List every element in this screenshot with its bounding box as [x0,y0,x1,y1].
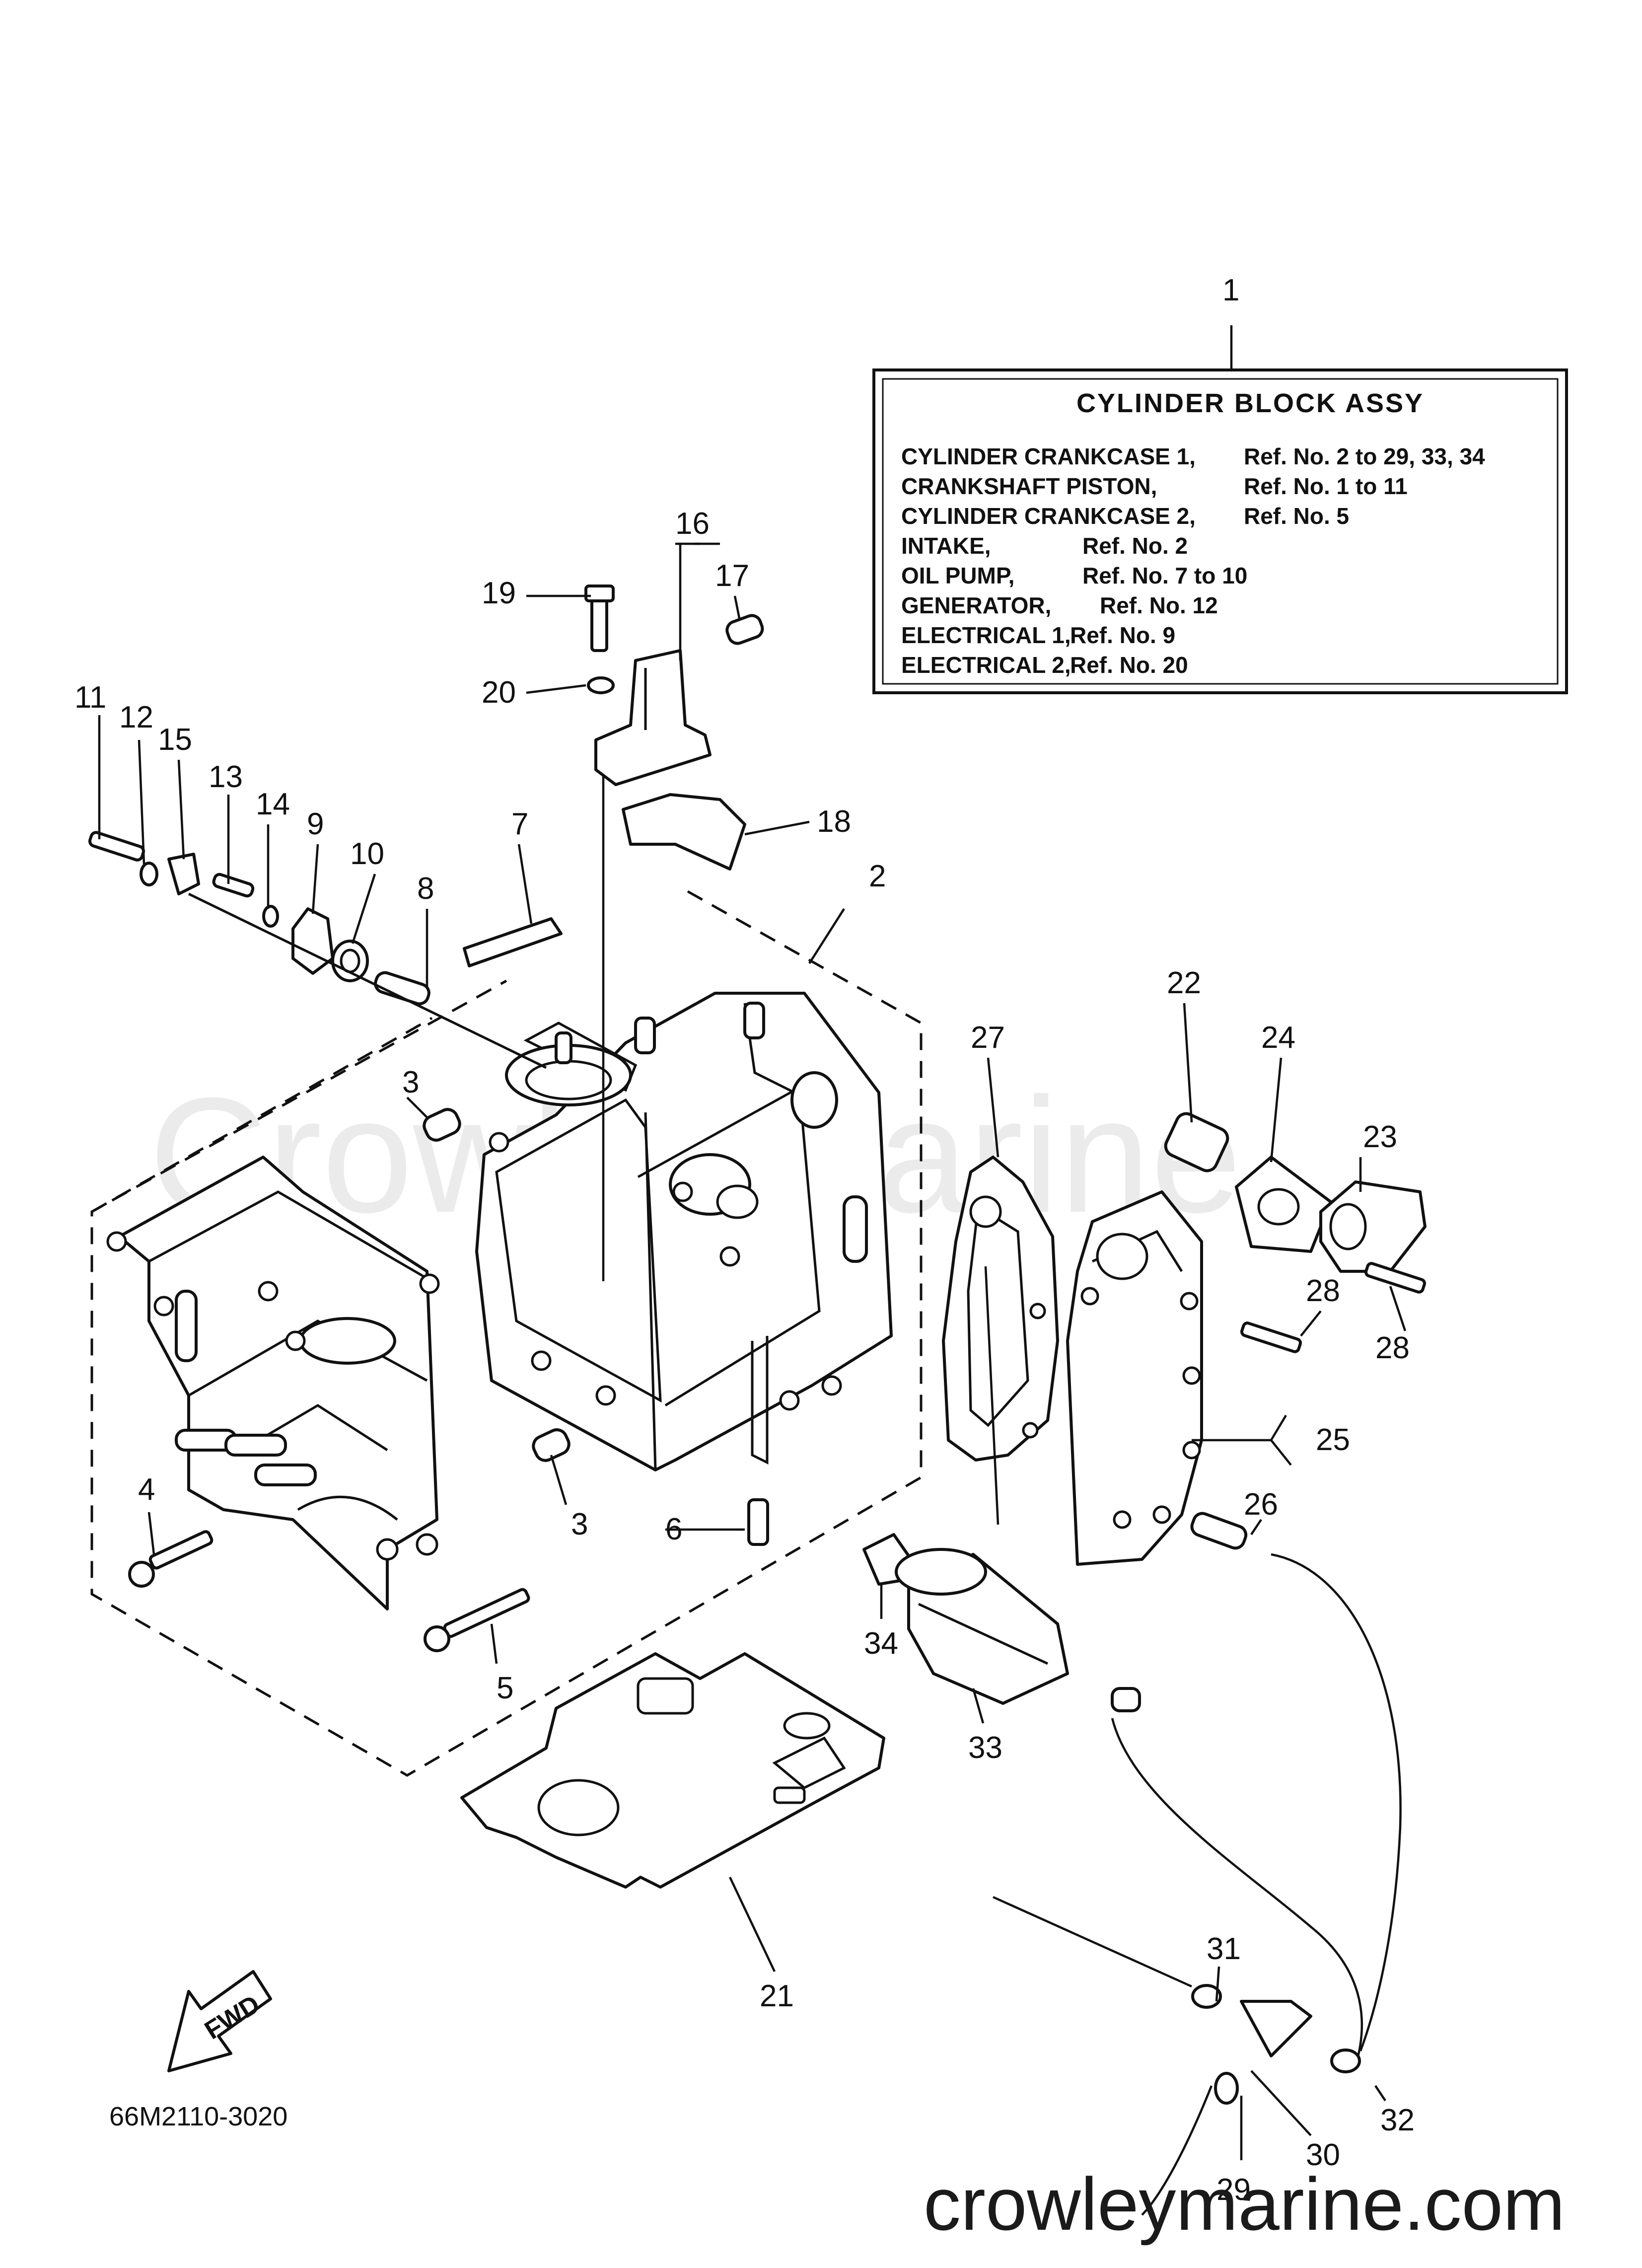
callout-14: 14 [256,787,290,821]
legend-row-name: CRANKSHAFT PISTON, [901,473,1157,499]
legend-row-name: ELECTRICAL 1, [901,622,1071,648]
callout-7: 7 [511,807,528,841]
callout-20: 20 [482,675,516,710]
leader-lines [98,542,1407,2160]
diagram-code: 66M2110-3020 [109,2102,287,2131]
base-gasket [460,1652,885,1889]
assembly-outline [90,890,923,1777]
callout-29: 29 [1216,2173,1251,2207]
callout-32: 32 [1380,2103,1415,2137]
callout-19: 19 [482,576,516,610]
callout-10: 10 [350,837,384,871]
callout-16: 16 [675,507,710,541]
legend-row-ref: Ref. No. 7 to 10 [1082,563,1247,588]
callout-31: 31 [1207,1932,1241,1966]
legend-row-name: ELECTRICAL 2, [901,652,1071,678]
legend-title: CYLINDER BLOCK ASSY [1076,388,1424,418]
callout-9: 9 [307,807,324,841]
callout-2: 2 [869,859,886,893]
callout-12: 12 [119,700,153,734]
legend-ref-number: 1 [1222,273,1239,307]
legend-row-name: GENERATOR, [901,592,1051,618]
callout-8: 8 [417,872,434,906]
callout-28-right: 28 [1375,1331,1410,1365]
crankcase-half [106,1156,440,1610]
legend-row-ref: Ref. No. 5 [1244,503,1349,529]
thermostat-housing [584,585,764,871]
callout-23: 23 [1363,1120,1397,1154]
legend-row-ref: Ref. No. 2 to 29, 33, 34 [1244,443,1485,469]
callout-11: 11 [74,680,106,715]
legend-row-name: INTAKE, [901,533,991,559]
legend-row-name: CYLINDER CRANKCASE 1, [901,443,1196,469]
legend-row-ref: Ref. No. 12 [1100,592,1218,618]
callout-3-upper: 3 [402,1065,419,1099]
callout-26: 26 [1244,1487,1278,1522]
legend-row-name: CYLINDER CRANKCASE 2, [901,503,1196,529]
legend-row-ref: Ref. No. 20 [1070,652,1188,678]
callout-5: 5 [497,1671,513,1705]
callout-18: 18 [817,805,851,839]
callout-22: 22 [1167,966,1201,1000]
callout-21: 21 [760,1979,794,2013]
callout-27: 27 [971,1021,1005,1055]
callout-30: 30 [1306,2138,1340,2172]
legend-row-ref: Ref. No. 1 to 11 [1244,473,1408,499]
site-footer: crowleymarine.com [924,2162,1565,2246]
callout-13: 13 [209,760,243,794]
legend-box: 1 CYLINDER BLOCK ASSY CYLINDER CRANKCASE… [872,273,1568,694]
callout-17: 17 [715,559,749,593]
callout-24: 24 [1261,1021,1295,1055]
callout-33: 33 [968,1731,1002,1765]
oil-pump-group [88,831,563,1069]
legend-row-name: OIL PUMP, [901,563,1014,588]
callout-34: 34 [864,1626,898,1661]
cover-plate-and-gasket [942,1156,1203,1566]
callout-15: 15 [158,723,192,757]
callout-3-lower: 3 [571,1507,588,1541]
legend-row-ref: Ref. No. 9 [1070,622,1175,648]
callout-4: 4 [138,1472,155,1507]
legend-row-ref: Ref. No. 2 [1082,533,1188,559]
callout-numbers: 2 3 3 4 5 6 7 8 9 10 11 12 13 14 15 16 1… [74,507,1415,2207]
callout-28-left: 28 [1306,1274,1340,1308]
callout-6: 6 [665,1512,682,1546]
forward-arrow-icon: FWD [167,1970,272,2072]
callout-25: 25 [1316,1423,1350,1457]
small-fasteners [128,1108,1427,2216]
